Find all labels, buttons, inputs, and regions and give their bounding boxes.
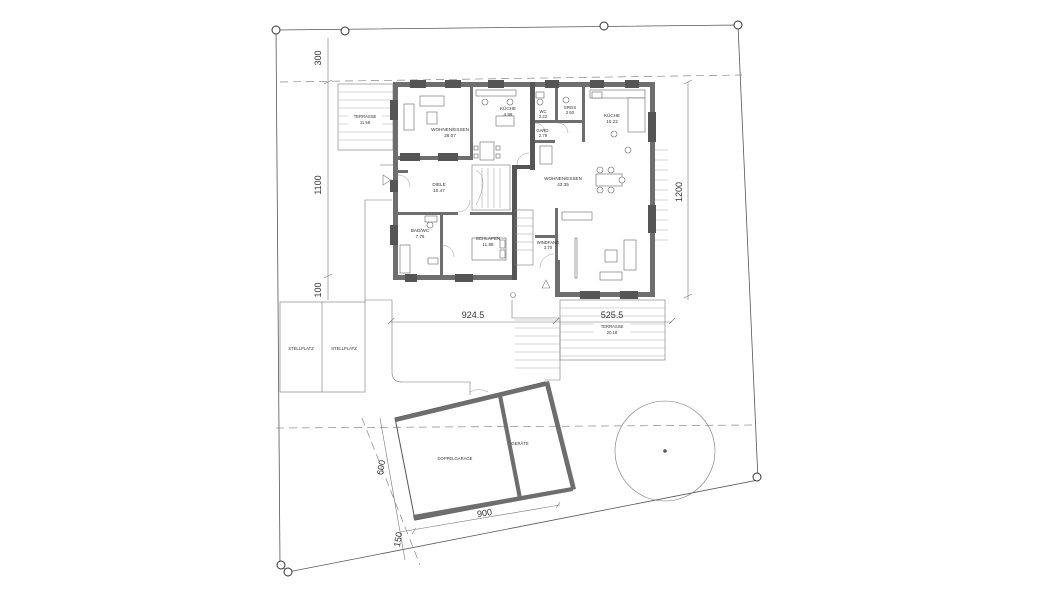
room-labels: WOHNEN/ESSEN 28.07 KÜCHE 4.96 WC 2.22 SP… (411, 105, 620, 250)
geraete-label: GERÄTE (511, 441, 528, 446)
parking-area: STELLPLATZ STELLPLATZ (279, 301, 366, 393)
room-name-wohnen-essen-2: WOHNEN/ESSEN (544, 176, 582, 181)
stairs-entrance (515, 319, 560, 369)
room-name-terrasse-west: TERRASSE (354, 114, 377, 119)
dim-600: 600 (375, 459, 387, 476)
room-name-diele: DIELE (432, 182, 445, 187)
room-area-wohnen-essen-2: 43.35 (557, 182, 569, 187)
room-name-kueche-2: KÜCHE (604, 112, 620, 118)
terrace-south: TERRASSE 20.18 (559, 299, 666, 361)
door-swings (397, 122, 569, 269)
room-area-windfang: 3.70 (544, 245, 553, 250)
room-area-gard: 2.79 (539, 133, 548, 138)
room-name-wohnen-essen-1: WOHNEN/ESSEN (431, 127, 469, 132)
room-name-windfang: WINDFANG (537, 240, 560, 245)
setback-lines (275, 74, 757, 566)
room-area-wc: 2.22 (539, 114, 548, 119)
stellplatz-label-2: STELLPLATZ (331, 346, 357, 351)
room-area-bad-wc: 7.76 (416, 234, 425, 239)
property-boundary (275, 24, 759, 573)
stairs-interior (471, 164, 534, 266)
room-name-kueche-1: KÜCHE (500, 105, 516, 111)
room-area-diele: 10.47 (433, 188, 445, 193)
dim-100: 100 (313, 282, 323, 297)
dim-1100: 1100 (313, 175, 323, 194)
room-name-terrasse-south: TERRASSE (601, 324, 624, 329)
entrance-marker-east (541, 279, 551, 289)
furniture (399, 89, 646, 281)
dim-150: 150 (392, 531, 404, 548)
room-area-terrasse-west: 11.58 (360, 120, 371, 125)
room-name-schlafen: SCHLAFEN (476, 236, 501, 241)
room-area-speis: 2.60 (566, 110, 575, 115)
dim-525-5: 525.5 (601, 310, 624, 320)
dimension-lines (323, 38, 693, 561)
room-area-terrasse-south: 20.18 (607, 330, 618, 335)
stellplatz-label-1: STELLPLATZ (288, 346, 314, 351)
downspout-marker (510, 292, 516, 298)
doppelgarage-label: DOPPELGARAGE (438, 456, 473, 461)
room-area-schlafen: 11.88 (482, 242, 494, 247)
room-area-kueche-1: 4.96 (504, 112, 513, 117)
dim-924-5: 924.5 (462, 310, 485, 320)
boundary-vertices (271, 20, 762, 577)
dim-300: 300 (313, 50, 323, 65)
house-walls (390, 80, 656, 299)
dim-900: 900 (476, 507, 493, 519)
terrace-west: TERRASSE 11.58 (337, 83, 394, 151)
room-name-wc: WC (540, 109, 547, 114)
dim-1200: 1200 (674, 182, 684, 202)
room-name-speis: SPEIS (564, 105, 577, 110)
room-area-kueche-2: 10.22 (606, 119, 618, 124)
tree (614, 400, 716, 502)
entrance-marker-west (382, 174, 392, 186)
room-name-gard: GARD. (536, 128, 549, 133)
room-name-bad-wc: BAD/WC (411, 228, 430, 233)
stairs-exterior (655, 149, 668, 241)
room-area-wohnen-essen-1: 28.07 (444, 133, 456, 138)
garage: DOPPELGARAGE GERÄTE (394, 381, 576, 521)
